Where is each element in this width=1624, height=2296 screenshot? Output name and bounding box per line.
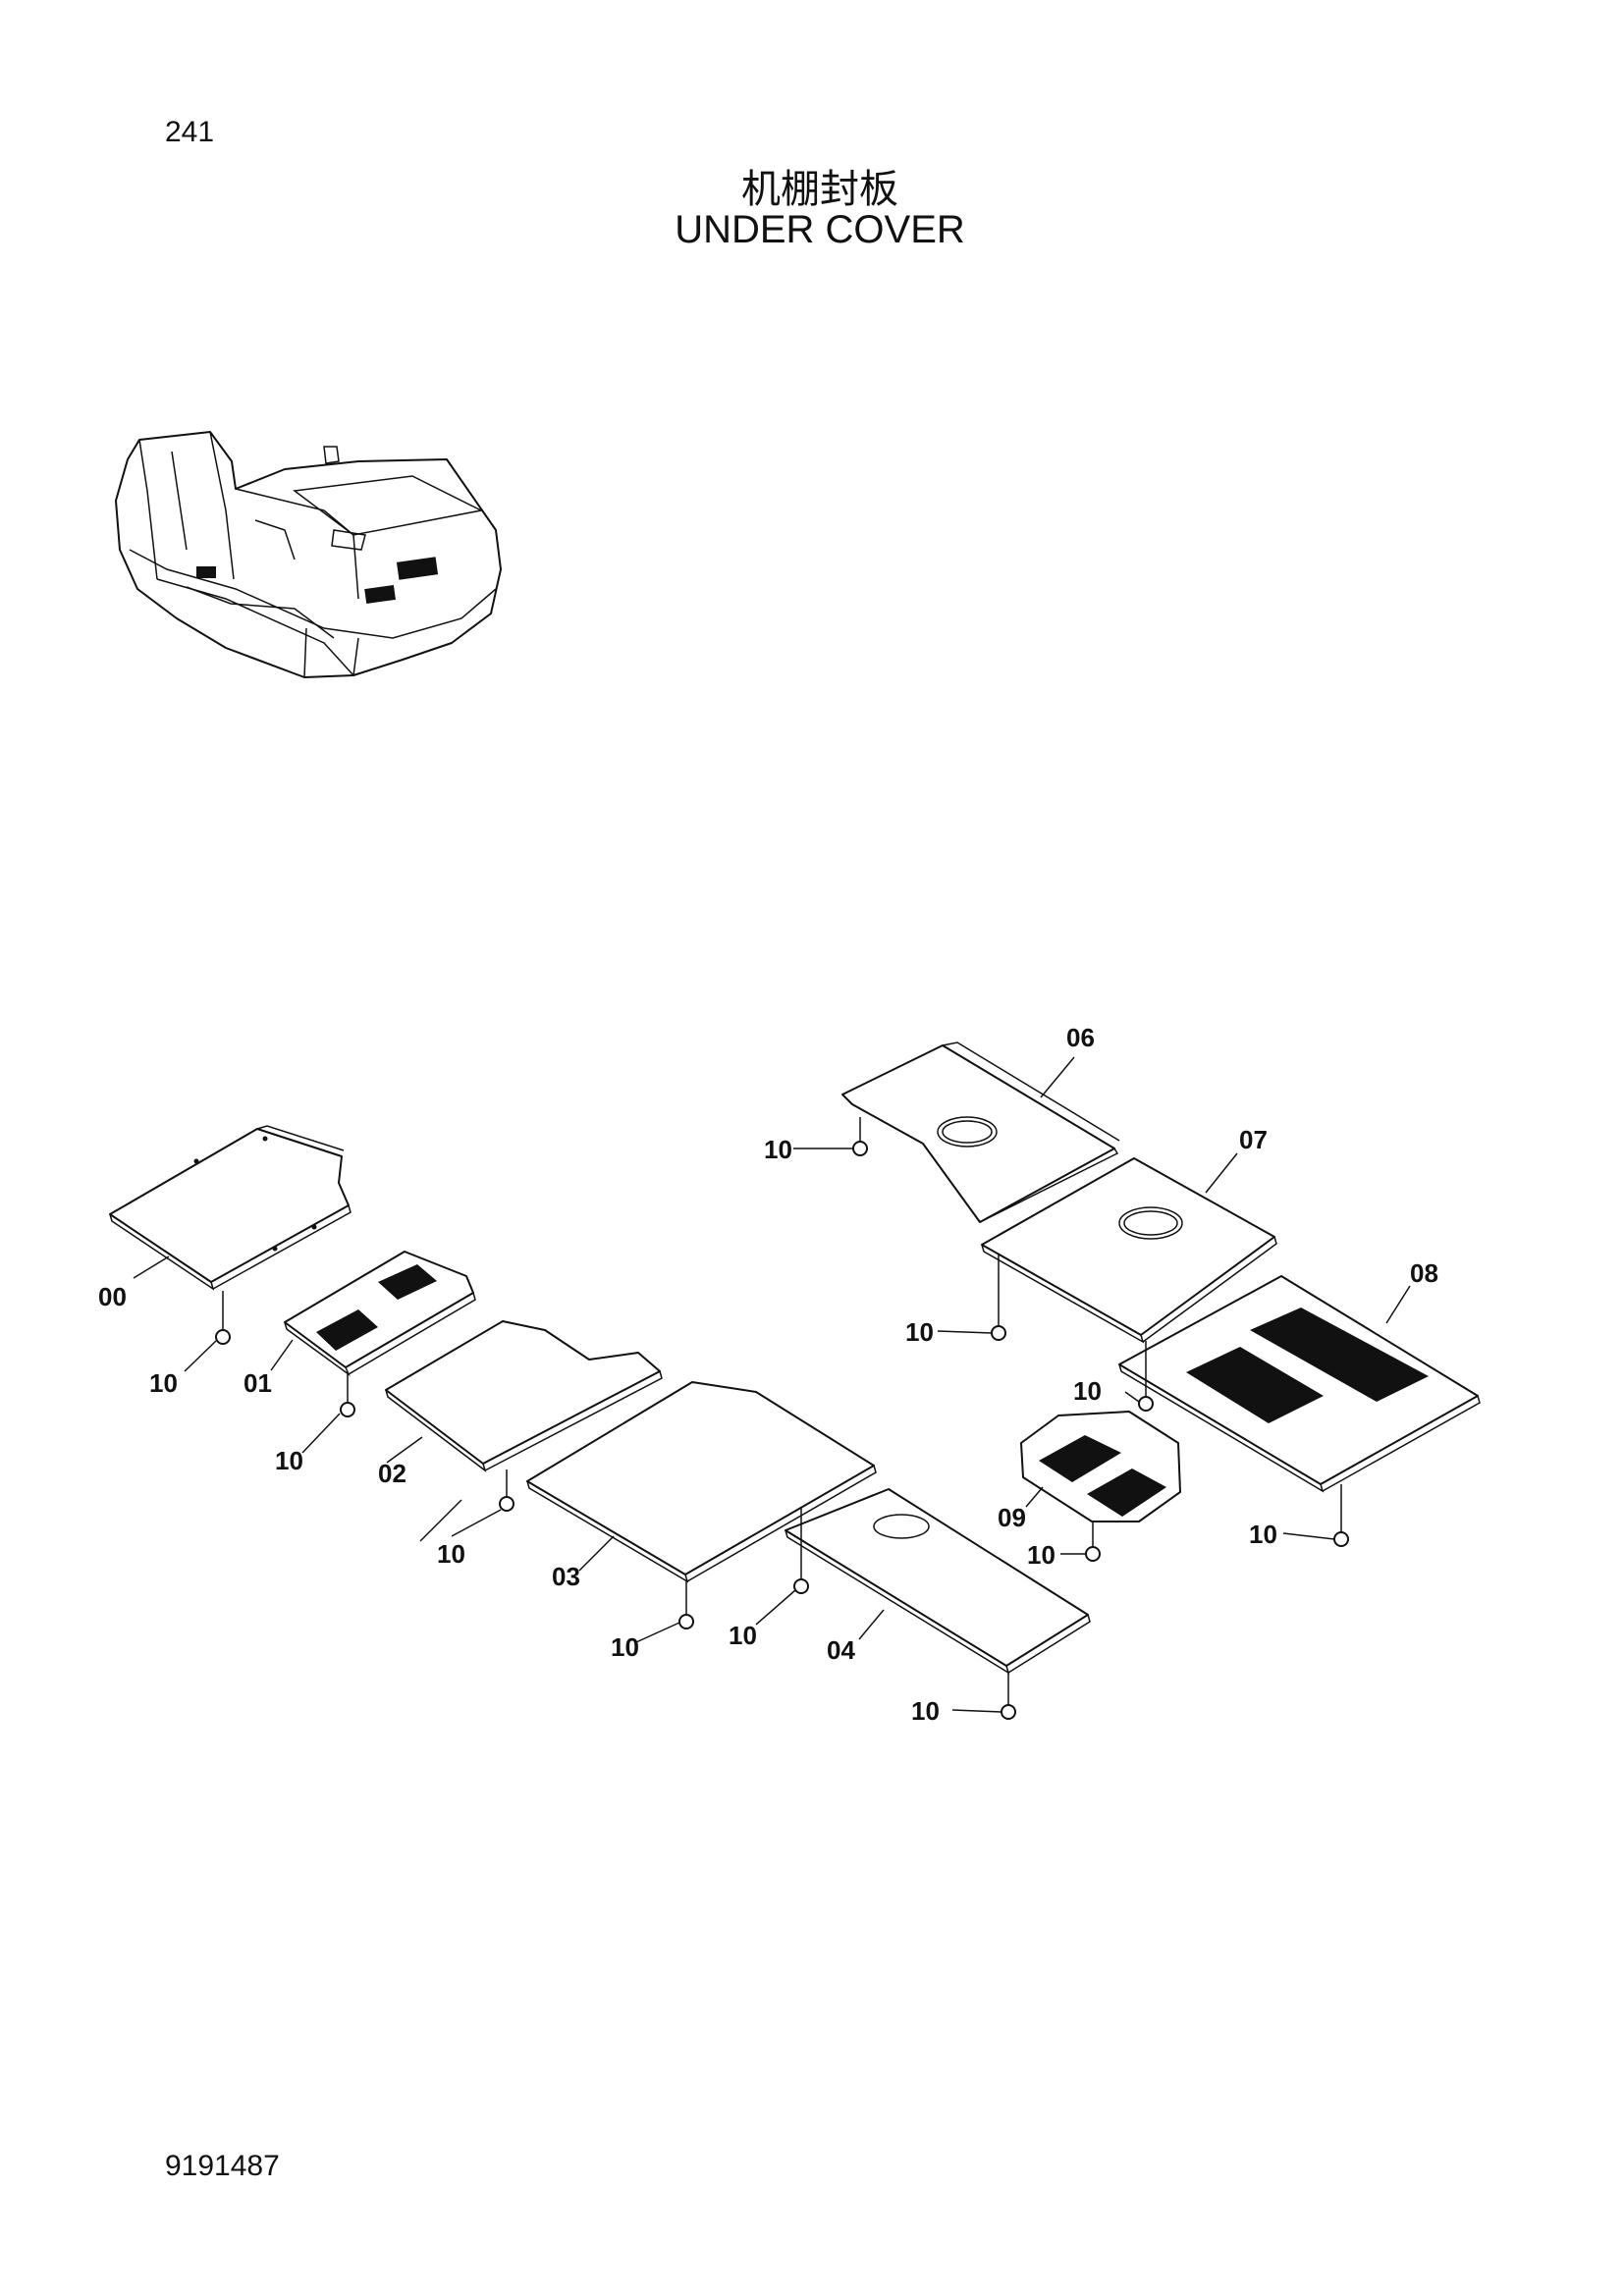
page-title-english: UNDER COVER bbox=[675, 208, 965, 251]
excavator-overview-illustration bbox=[115, 431, 502, 678]
part-09-vented-plate bbox=[1020, 1411, 1181, 1522]
part-03-cover-plate bbox=[526, 1381, 877, 1583]
part-02-cover-plate bbox=[385, 1320, 663, 1472]
label-08: 08 bbox=[1410, 1258, 1438, 1288]
label-10: 10 bbox=[764, 1135, 792, 1164]
part-08-vented-plate bbox=[1118, 1275, 1481, 1493]
label-07: 07 bbox=[1239, 1125, 1268, 1154]
label-10: 10 bbox=[905, 1317, 934, 1347]
part-01-vented-plate bbox=[284, 1251, 476, 1377]
callout-labels: 00 10 01 10 02 10 03 10 10 04 10 06 10 0… bbox=[98, 1023, 1438, 1726]
label-10: 10 bbox=[729, 1621, 757, 1650]
page-title-chinese: 机棚封板 bbox=[741, 167, 898, 212]
label-10: 10 bbox=[611, 1632, 639, 1662]
label-06: 06 bbox=[1066, 1023, 1095, 1052]
label-00: 00 bbox=[98, 1282, 127, 1311]
part-04-cover-plate bbox=[785, 1488, 1091, 1675]
label-02: 02 bbox=[378, 1459, 406, 1488]
label-10: 10 bbox=[1027, 1540, 1056, 1570]
label-04: 04 bbox=[827, 1635, 855, 1665]
label-10: 10 bbox=[149, 1368, 178, 1398]
part-07-cover-plate bbox=[981, 1157, 1277, 1344]
label-10: 10 bbox=[1073, 1376, 1102, 1406]
label-01: 01 bbox=[244, 1368, 272, 1398]
callout-leader-lines bbox=[133, 1056, 1411, 1713]
label-10: 10 bbox=[437, 1539, 465, 1569]
bolts-part-10 bbox=[215, 1117, 1349, 1720]
label-10: 10 bbox=[911, 1696, 940, 1726]
part-00-cover-plate bbox=[109, 1125, 352, 1291]
label-10: 10 bbox=[275, 1446, 303, 1475]
label-03: 03 bbox=[552, 1562, 580, 1591]
page-number: 241 bbox=[165, 116, 215, 148]
label-10: 10 bbox=[1249, 1520, 1277, 1549]
document-number: 9191487 bbox=[165, 2150, 280, 2182]
label-09: 09 bbox=[998, 1503, 1026, 1532]
part-06-cover-plate bbox=[841, 1041, 1120, 1223]
